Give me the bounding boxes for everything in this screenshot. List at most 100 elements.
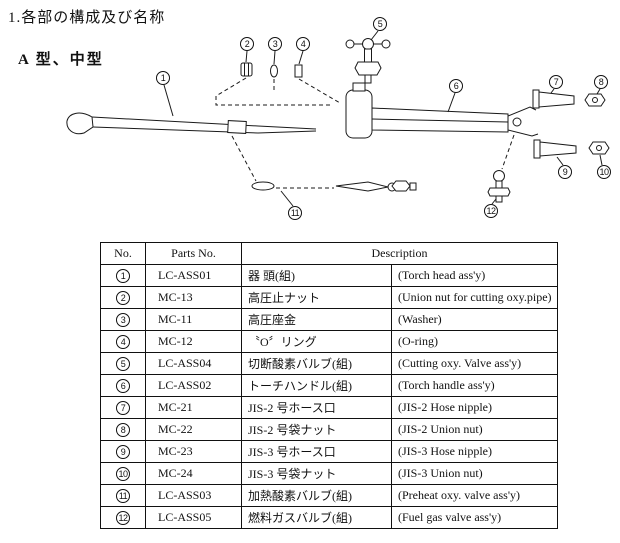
row-no-cell: 5 <box>100 352 146 375</box>
row-description-jp-cell: JIS-2 号袋ナット <box>241 418 392 441</box>
callout-leader-lines <box>163 30 603 207</box>
parts-table-row: 6 LC-ASS02 トーチハンドル(組) (Torch handle ass'… <box>100 374 558 397</box>
row-parts-no-cell: LC-ASS04 <box>145 352 242 375</box>
row-no-cell: 4 <box>100 330 146 353</box>
row-parts-no-cell: MC-11 <box>145 308 242 331</box>
row-description-en-cell: (Torch handle ass'y) <box>391 374 558 397</box>
parts-table-row: 5 LC-ASS04 切断酸素バルブ(組) (Cutting oxy. Valv… <box>100 352 558 375</box>
parts-table-row: 10 MC-24 JIS-3 号袋ナット (JIS-3 Union nut) <box>100 462 558 485</box>
callout-12: 12 <box>484 204 498 218</box>
row-description-jp-cell: JIS-3 号ホース口 <box>241 440 392 463</box>
row-description-en-cell: (Fuel gas valve ass'y) <box>391 506 558 529</box>
row-description-en-cell: (O-ring) <box>391 330 558 353</box>
row-number-badge: 7 <box>116 401 130 415</box>
row-no-cell: 3 <box>100 308 146 331</box>
row-description-jp-cell: 〝O〞リング <box>241 330 392 353</box>
page-title: 1.各部の構成及び名称 <box>8 10 166 26</box>
row-number-badge: 8 <box>116 423 130 437</box>
row-number-badge: 4 <box>116 335 130 349</box>
parts-table-row: 2 MC-13 高圧止ナット (Union nut for cutting ox… <box>100 286 558 309</box>
row-no-cell: 12 <box>100 506 146 529</box>
row-parts-no-cell: MC-21 <box>145 396 242 419</box>
row-description-en-cell: (Washer) <box>391 308 558 331</box>
row-parts-no-cell: MC-22 <box>145 418 242 441</box>
jis2-hose-nipple-drawing <box>532 89 575 109</box>
row-no-cell: 1 <box>100 264 146 287</box>
row-description-en-cell: (Torch head ass'y) <box>391 264 558 287</box>
parts-table-row: 1 LC-ASS01 器 頭(組) (Torch head ass'y) <box>100 264 558 287</box>
preheat-oxy-valve-drawing <box>251 180 417 192</box>
row-no-cell: 2 <box>100 286 146 309</box>
row-no-cell: 10 <box>100 462 146 485</box>
row-parts-no-cell: MC-13 <box>145 286 242 309</box>
callout-4: 4 <box>296 37 310 51</box>
cutting-oxy-valve-drawing <box>345 38 391 84</box>
row-description-jp-cell: 高圧止ナット <box>241 286 392 309</box>
parts-table-row: 8 MC-22 JIS-2 号袋ナット (JIS-2 Union nut) <box>100 418 558 441</box>
row-number-badge: 5 <box>116 357 130 371</box>
parts-table-row: 12 LC-ASS05 燃料ガスバルブ(組) (Fuel gas valve a… <box>100 506 558 529</box>
row-description-en-cell: (JIS-3 Union nut) <box>391 462 558 485</box>
row-parts-no-cell: LC-ASS01 <box>145 264 242 287</box>
union-nut-drawing <box>240 62 253 77</box>
callout-5: 5 <box>373 17 387 31</box>
row-description-en-cell: (Union nut for cutting oxy.pipe) <box>391 286 558 309</box>
parts-table-row: 3 MC-11 高圧座金 (Washer) <box>100 308 558 331</box>
row-description-en-cell: (JIS-2 Union nut) <box>391 418 558 441</box>
model-type-label: A 型、中型 <box>18 52 104 68</box>
row-number-badge: 6 <box>116 379 130 393</box>
row-description-jp-cell: トーチハンドル(組) <box>241 374 392 397</box>
table-header-row: No. Parts No. Description <box>100 242 558 265</box>
row-number-badge: 11 <box>116 489 130 503</box>
row-description-jp-cell: 器 頭(組) <box>241 264 392 287</box>
row-description-jp-cell: 切断酸素バルブ(組) <box>241 352 392 375</box>
callout-1: 1 <box>156 71 170 85</box>
callout-8: 8 <box>594 75 608 89</box>
parts-table-row: 7 MC-21 JIS-2 号ホース口 (JIS-2 Hose nipple) <box>100 396 558 419</box>
row-parts-no-cell: LC-ASS05 <box>145 506 242 529</box>
jis3-union-nut-drawing <box>588 141 610 155</box>
row-parts-no-cell: MC-23 <box>145 440 242 463</box>
row-parts-no-cell: LC-ASS03 <box>145 484 242 507</box>
row-number-badge: 3 <box>116 313 130 327</box>
row-no-cell: 6 <box>100 374 146 397</box>
construction-dashed-lines <box>215 77 515 189</box>
callout-2: 2 <box>240 37 254 51</box>
row-description-jp-cell: 燃料ガスバルブ(組) <box>241 506 392 529</box>
row-no-cell: 11 <box>100 484 146 507</box>
exploded-parts-diagram <box>66 30 610 207</box>
row-number-badge: 2 <box>116 291 130 305</box>
row-parts-no-cell: MC-24 <box>145 462 242 485</box>
callout-7: 7 <box>549 75 563 89</box>
washer-drawing <box>270 64 278 78</box>
row-no-cell: 9 <box>100 440 146 463</box>
header-parts-no: Parts No. <box>145 242 242 265</box>
torch-head-drawing <box>66 112 317 135</box>
row-description-jp-cell: JIS-2 号ホース口 <box>241 396 392 419</box>
parts-table-row: 9 MC-23 JIS-3 号ホース口 (JIS-3 Hose nipple) <box>100 440 558 463</box>
row-no-cell: 7 <box>100 396 146 419</box>
row-description-jp-cell: JIS-3 号袋ナット <box>241 462 392 485</box>
row-description-en-cell: (JIS-3 Hose nipple) <box>391 440 558 463</box>
callout-3: 3 <box>268 37 282 51</box>
jis3-hose-nipple-drawing <box>533 139 577 159</box>
row-parts-no-cell: MC-12 <box>145 330 242 353</box>
parts-table-row: 11 LC-ASS03 加熱酸素バルブ(組) (Preheat oxy. val… <box>100 484 558 507</box>
row-number-badge: 1 <box>116 269 130 283</box>
row-number-badge: 12 <box>116 511 130 525</box>
o-ring-drawing <box>294 64 303 78</box>
callout-9: 9 <box>558 165 572 179</box>
row-description-en-cell: (Cutting oxy. Valve ass'y) <box>391 352 558 375</box>
row-description-en-cell: (JIS-2 Hose nipple) <box>391 396 558 419</box>
row-number-badge: 10 <box>116 467 130 481</box>
callout-11: 11 <box>288 206 302 220</box>
row-number-badge: 9 <box>116 445 130 459</box>
row-parts-no-cell: LC-ASS02 <box>145 374 242 397</box>
parts-table-row: 4 MC-12 〝O〞リング (O-ring) <box>100 330 558 353</box>
fuel-gas-valve-drawing <box>487 170 511 203</box>
callout-6: 6 <box>449 79 463 93</box>
header-description: Description <box>241 242 558 265</box>
callout-10: 10 <box>597 165 611 179</box>
jis2-union-nut-drawing <box>584 93 606 107</box>
